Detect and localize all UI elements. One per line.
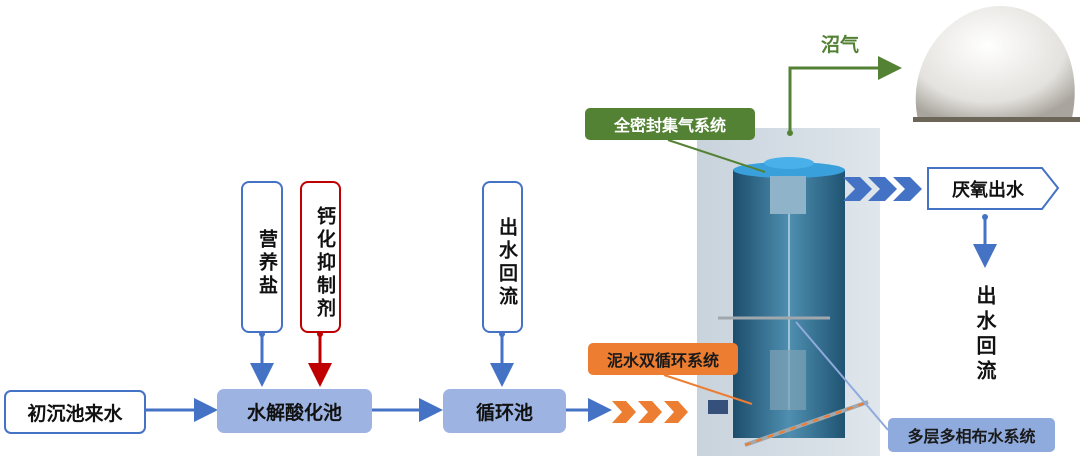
- sludge-water-circulation-callout: 泥水双循环系统: [588, 343, 738, 375]
- effluent-return-left-node: 出水回流: [482, 181, 523, 333]
- biogas-label: 沼气: [821, 34, 860, 56]
- biogas-holder-illustration: [913, 6, 1080, 122]
- gas-collection-callout: 全密封集气系统: [585, 108, 755, 140]
- hydrolysis-tank-node: 水解酸化池: [217, 389, 372, 433]
- blue-chevrons: [843, 177, 922, 201]
- effluent-return-right-label: 出水回流: [973, 285, 997, 385]
- water-distribution-callout: 多层多相布水系统: [888, 418, 1055, 452]
- nutrient-salt-node: 营养盐: [241, 181, 283, 333]
- anaerobic-effluent-label: 厌氧出水: [952, 179, 1024, 201]
- influent-node: 初沉池来水: [4, 390, 146, 434]
- calcification-inhibitor-node: 钙化抑制剂: [300, 181, 341, 333]
- anaerobic-effluent-shape: [927, 167, 1060, 210]
- orange-chevrons: [612, 401, 688, 423]
- circulation-tank-node: 循环池: [443, 389, 566, 433]
